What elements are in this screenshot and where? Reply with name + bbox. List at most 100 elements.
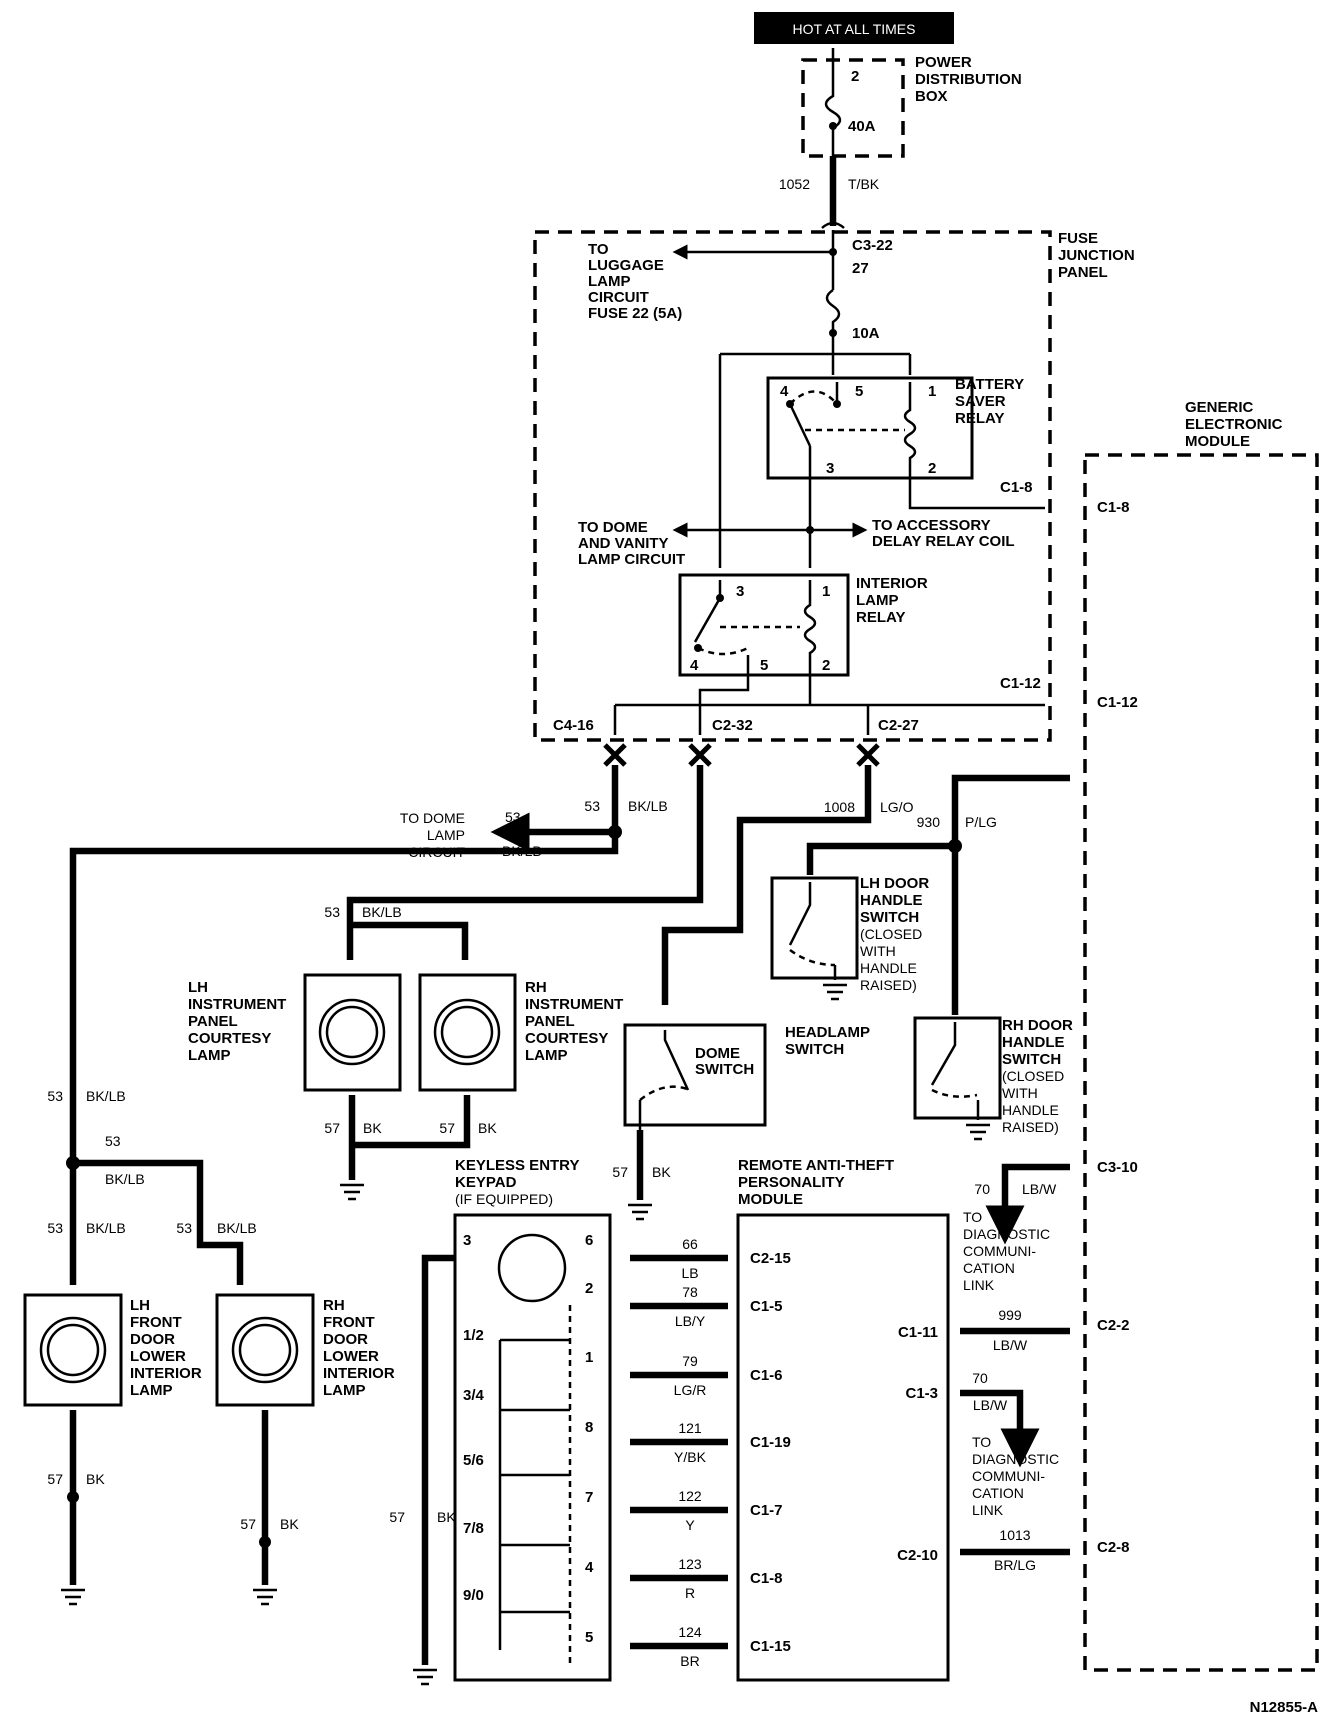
wire-70-label: 70 <box>974 1181 990 1197</box>
ratp-c1-11: C1-11 <box>898 1324 938 1341</box>
wire-999-label: 999 <box>998 1307 1022 1323</box>
key-label: 9/0 <box>463 1587 484 1604</box>
pin-label: 1 <box>585 1349 593 1366</box>
rh-ip-label: COURTESY <box>525 1030 608 1047</box>
ground-icon <box>823 983 847 1001</box>
lh-ip-label: PANEL <box>188 1013 238 1030</box>
wire-bklb-label: BK/LB <box>362 904 402 920</box>
rh-front-door-lower-lamp <box>215 1293 315 1407</box>
lh-front-lamp-label: FRONT <box>130 1314 182 1331</box>
rh-door-switch-label: HANDLE <box>1002 1034 1065 1051</box>
fuse-40a-symbol <box>824 48 842 200</box>
ratp-connector-label: C1-7 <box>750 1502 783 1519</box>
bsr-label: BATTERY <box>955 376 1024 393</box>
diag-label: TO <box>972 1434 991 1450</box>
bsr-label: SAVER <box>955 393 1006 410</box>
connector-row <box>603 743 880 767</box>
gem-c1-12: C1-12 <box>1097 694 1138 711</box>
fuse-junction-panel <box>533 230 1052 742</box>
conn-c3-22-label: C3-22 <box>852 237 893 254</box>
rh-ip-label: RH <box>525 979 547 996</box>
rh-ip-label: LAMP <box>525 1047 568 1064</box>
dome-circuit-label: LAMP <box>427 827 465 843</box>
rh-front-lamp-label: LAMP <box>323 1382 366 1399</box>
diag-label: COMMUNI- <box>972 1468 1045 1484</box>
wire-53-label: 53 <box>176 1220 192 1236</box>
lh-ip-label: LAMP <box>188 1047 231 1064</box>
ratp-connector-label: C1-6 <box>750 1367 783 1384</box>
keypad-wire-number: 124 <box>678 1624 702 1640</box>
gem-c2-2: C2-2 <box>1097 1317 1130 1334</box>
ratp-label: REMOTE ANTI-THEFT <box>738 1157 894 1174</box>
pin-label: 2 <box>928 460 936 477</box>
keyless-entry-keypad <box>453 1213 612 1682</box>
lh-ip-label: LH <box>188 979 208 996</box>
keypad-wire-number: 79 <box>682 1353 698 1369</box>
ilr-label: LAMP <box>856 592 899 609</box>
dome-circuit-label: TO DOME <box>400 810 465 826</box>
pin-label: 1 <box>928 383 936 400</box>
dome-switch <box>623 1023 767 1127</box>
wire-plg-label: P/LG <box>965 814 997 830</box>
luggage-label: LUGGAGE <box>588 257 664 274</box>
pin-label: 4 <box>585 1559 594 1576</box>
wire-930-label: 930 <box>917 814 941 830</box>
lh-front-door-lower-lamp <box>23 1293 123 1407</box>
wire-57-label: 57 <box>389 1509 405 1525</box>
rh-ip-label: INSTRUMENT <box>525 996 623 1013</box>
fjp-label: FUSE <box>1058 230 1098 247</box>
wire-57-label: 57 <box>612 1164 628 1180</box>
rh-ip-label: PANEL <box>525 1013 575 1030</box>
wire-70-ratp <box>960 1389 1024 1440</box>
ratp-connector-label: C1-15 <box>750 1638 791 1655</box>
ratp-label: MODULE <box>738 1191 803 1208</box>
wire-57-label: 57 <box>324 1120 340 1136</box>
diag-label: COMMUNI- <box>963 1243 1036 1259</box>
hot-at-all-times-banner <box>754 12 954 44</box>
gem-label: MODULE <box>1185 433 1250 450</box>
fuse-amp: 10A <box>852 325 880 342</box>
lh-front-lamp-label: LAMP <box>130 1382 173 1399</box>
wire-70-label: 70 <box>972 1370 988 1386</box>
keypad-wire-color: LG/R <box>674 1382 707 1398</box>
luggage-label: LAMP <box>588 273 631 290</box>
wire-bklb-label: BK/LB <box>502 843 542 859</box>
gem-label: GENERIC <box>1185 399 1254 416</box>
dome-vanity-label: AND VANITY <box>578 535 669 552</box>
diag-label: DIAGNOSTIC <box>963 1226 1050 1242</box>
lh-front-lamp-label: DOOR <box>130 1331 175 1348</box>
pdb-label: POWER <box>915 54 972 71</box>
rh-front-lamp-label: RH <box>323 1297 345 1314</box>
wire-1052-color: T/BK <box>848 176 880 192</box>
pin-label: 6 <box>585 1232 593 1249</box>
pin-label: 2 <box>585 1280 593 1297</box>
rh-front-lamp-label: INTERIOR <box>323 1365 395 1382</box>
battery-saver-relay <box>766 376 974 480</box>
pin-label: 4 <box>780 383 789 400</box>
wire-53-trunk <box>69 765 619 1163</box>
wire-1013-label: 1013 <box>999 1527 1030 1543</box>
rh-door-switch-label: SWITCH <box>1002 1051 1061 1068</box>
dome-switch-label: SWITCH <box>695 1061 754 1078</box>
keypad-wire-number: 121 <box>678 1420 702 1436</box>
gem-c1-8: C1-8 <box>1097 499 1130 516</box>
fjp-label: JUNCTION <box>1058 247 1135 264</box>
wire-lbw-label: LB/W <box>993 1337 1028 1353</box>
ratp-connector-label: C1-5 <box>750 1298 783 1315</box>
keypad-label: KEYLESS ENTRY <box>455 1157 579 1174</box>
hot-at-all-times-label: HOT AT ALL TIMES <box>793 21 916 37</box>
lh-front-lamp-label: LH <box>130 1297 150 1314</box>
lh-door-switch-label: HANDLE <box>860 960 917 976</box>
key-label: 5/6 <box>463 1452 484 1469</box>
pin-label: 7 <box>585 1489 593 1506</box>
keypad-wire-color: LB/Y <box>675 1313 706 1329</box>
wire-53-label: 53 <box>105 1133 121 1149</box>
dome-vanity-label: LAMP CIRCUIT <box>578 551 685 568</box>
pin-label: 5 <box>855 383 863 400</box>
lh-door-switch-label: SWITCH <box>860 909 919 926</box>
pdb-label: DISTRIBUTION <box>915 71 1022 88</box>
rh-door-handle-switch <box>913 1016 1002 1120</box>
ground-icon <box>61 1588 85 1606</box>
wire-53-label: 53 <box>47 1088 63 1104</box>
